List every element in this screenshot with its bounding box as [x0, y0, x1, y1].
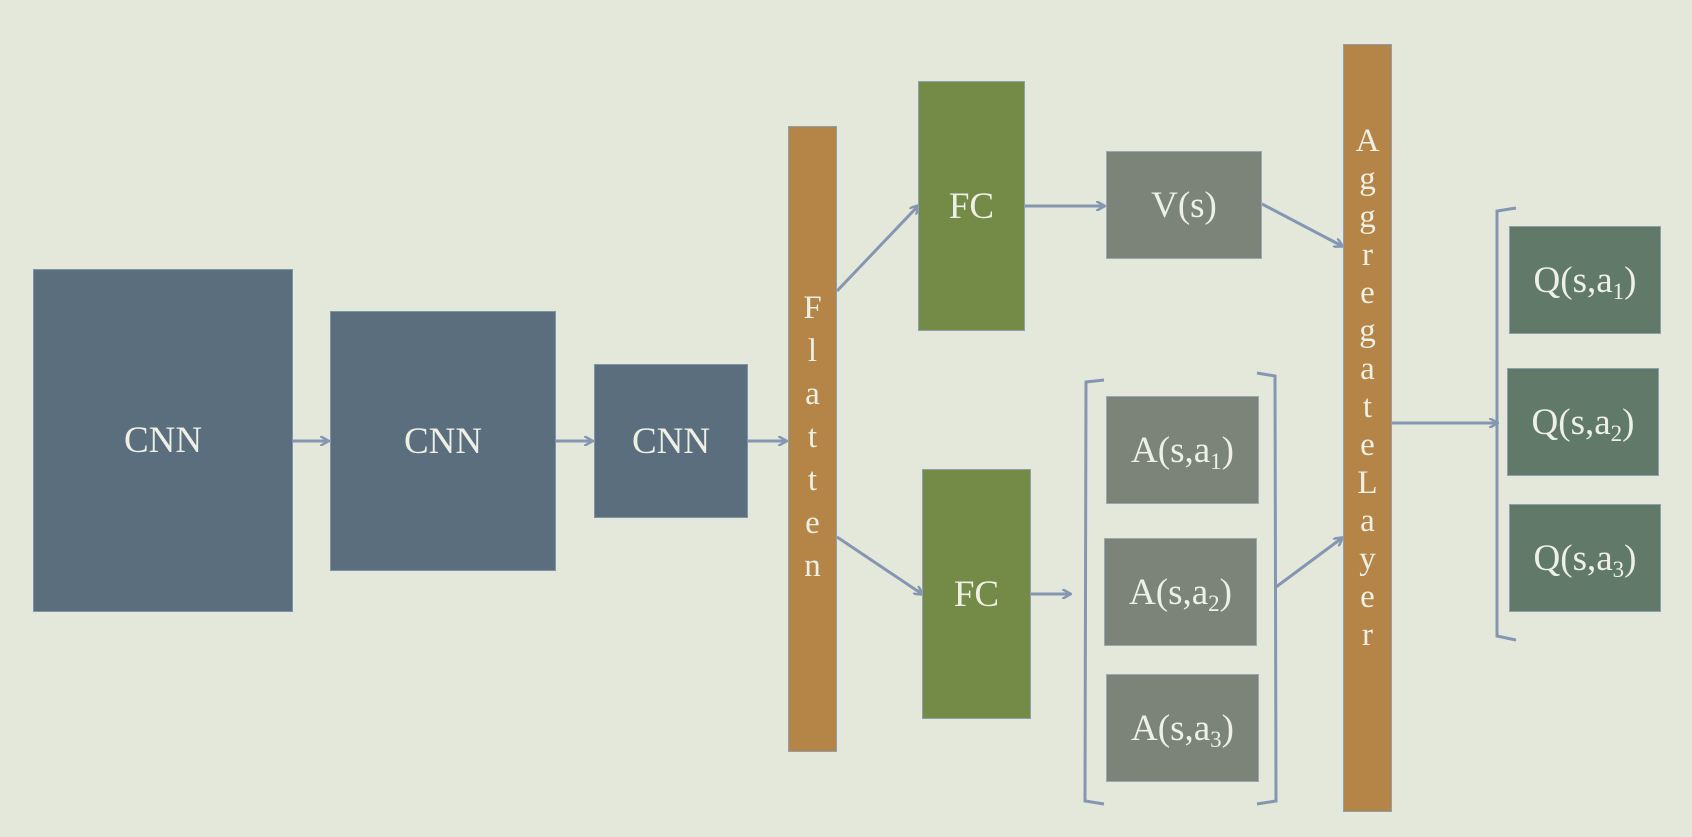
- advantage-box-2: A(s,a2): [1104, 538, 1257, 646]
- arrow-flatten-fc-bottom: [836, 535, 922, 594]
- aggregate-letter: A: [1355, 123, 1380, 159]
- flatten-letter: n: [804, 548, 821, 584]
- q-box-2: Q(s,a2): [1507, 368, 1659, 476]
- cnn-block-3: CNN: [594, 364, 748, 518]
- flatten-letter: l: [807, 333, 818, 369]
- arrow-advantage-aggregate: [1275, 538, 1342, 589]
- aggregate-letter: g: [1359, 313, 1376, 349]
- aggregate-letter: e: [1360, 579, 1375, 615]
- advantage-box-1: A(s,a1): [1106, 396, 1259, 504]
- fc-bottom-label: FC: [953, 573, 1000, 615]
- advantage-label-1: A(s,a1): [1131, 429, 1234, 474]
- q-box-3: Q(s,a3): [1509, 504, 1661, 612]
- aggregate-letter: L: [1357, 465, 1378, 501]
- cnn-label-3: CNN: [631, 420, 711, 462]
- fc-top: FC: [918, 81, 1025, 331]
- aggregate-letter: a: [1360, 503, 1375, 539]
- value-label: V(s): [1151, 184, 1217, 226]
- cnn-block-1: CNN: [33, 269, 293, 612]
- q-bracket-left: [1495, 206, 1517, 642]
- aggregate-letter: y: [1359, 541, 1376, 577]
- aggregate-letter: e: [1360, 275, 1375, 311]
- aggregate-letter: g: [1359, 161, 1376, 197]
- cnn-label-2: CNN: [403, 420, 483, 462]
- aggregate-letter: t: [1362, 389, 1373, 425]
- q-label-2: Q(s,a2): [1531, 401, 1635, 446]
- aggregate-letter: a: [1360, 351, 1375, 387]
- flatten-letter: t: [807, 462, 818, 498]
- cnn-label-1: CNN: [123, 420, 203, 461]
- arrow-flatten-fc-top: [835, 206, 918, 293]
- q-label-3: Q(s,a3): [1533, 537, 1637, 582]
- value-stream: V(s): [1106, 151, 1262, 259]
- fc-bottom: FC: [922, 469, 1031, 719]
- flatten-letter: e: [805, 505, 820, 541]
- arrow-value-aggregate: [1261, 202, 1342, 246]
- advantage-label-3: A(s,a3): [1131, 707, 1234, 752]
- aggregate-letter: g: [1359, 199, 1376, 235]
- flatten-letter: F: [803, 290, 822, 326]
- advantage-bracket-left: [1083, 378, 1105, 806]
- cnn-block-2: CNN: [330, 311, 556, 571]
- fc-top-label: FC: [948, 185, 995, 227]
- advantage-bracket-right: [1256, 371, 1278, 806]
- aggregate-letter: r: [1362, 237, 1373, 273]
- q-box-1: Q(s,a1): [1509, 226, 1661, 334]
- advantage-label-2: A(s,a2): [1129, 571, 1232, 616]
- flatten-letter: a: [805, 376, 820, 412]
- advantage-box-3: A(s,a3): [1106, 674, 1259, 782]
- aggregate-letter: e: [1360, 427, 1375, 463]
- aggregate-letter: r: [1362, 617, 1373, 653]
- flatten-letter: t: [807, 419, 818, 455]
- q-label-1: Q(s,a1): [1533, 259, 1637, 304]
